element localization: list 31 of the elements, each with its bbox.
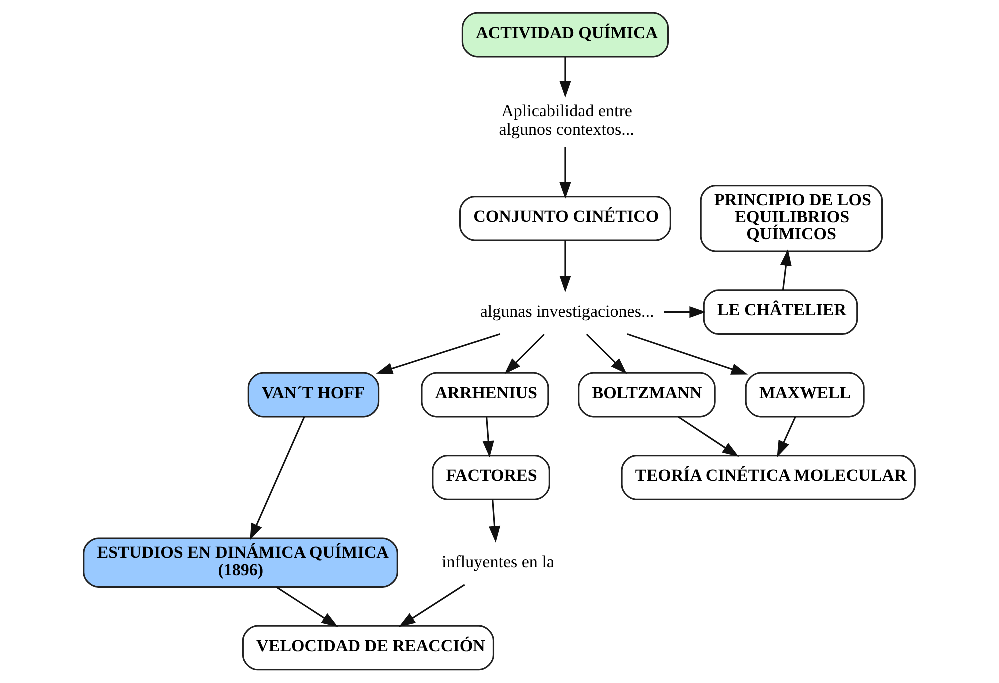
- node-text: influyentes en la: [442, 552, 555, 572]
- arrow: [250, 416, 306, 540]
- node-box: MAXWELL: [745, 372, 865, 418]
- arrow: [780, 249, 792, 290]
- arrow: [586, 334, 628, 374]
- arrow: [276, 586, 338, 628]
- node-box: ACTIVIDAD QUÍMICA: [462, 12, 670, 58]
- node-box: CONJUNTO CINÉTICO: [459, 196, 672, 242]
- arrow: [398, 584, 466, 628]
- node-box: ARRHENIUS: [421, 372, 550, 418]
- arrow: [560, 147, 572, 200]
- node-box: PRINCIPIO DE LOS EQUILIBRIOS QUÍMICOS: [700, 185, 884, 252]
- arrow: [777, 417, 796, 458]
- node-box: VELOCIDAD DE REACCIÓN: [242, 625, 495, 671]
- arrow: [560, 56, 572, 98]
- node-box: BOLTZMANN: [578, 372, 716, 418]
- arrow: [678, 416, 740, 458]
- node-text: Aplicabilidad entre algunos contextos...: [499, 102, 634, 139]
- node-box: LE CHÂTELIER: [703, 290, 858, 335]
- arrow: [504, 334, 545, 374]
- arrow: [489, 500, 501, 543]
- arrow: [376, 334, 501, 374]
- arrow: [627, 334, 748, 375]
- node-box: ESTUDIOS EN DINÁMICA QUÍMICA (1896): [83, 538, 398, 588]
- arrow: [482, 417, 494, 458]
- node-box: FACTORES: [432, 455, 550, 500]
- node-box: TEORÍA CINÉTICA MOLECULAR: [621, 455, 916, 500]
- node-text: algunas investigaciones...: [480, 302, 654, 321]
- arrow: [664, 306, 706, 318]
- node-box: VAN´T HOFF: [248, 372, 380, 418]
- arrow: [560, 240, 572, 293]
